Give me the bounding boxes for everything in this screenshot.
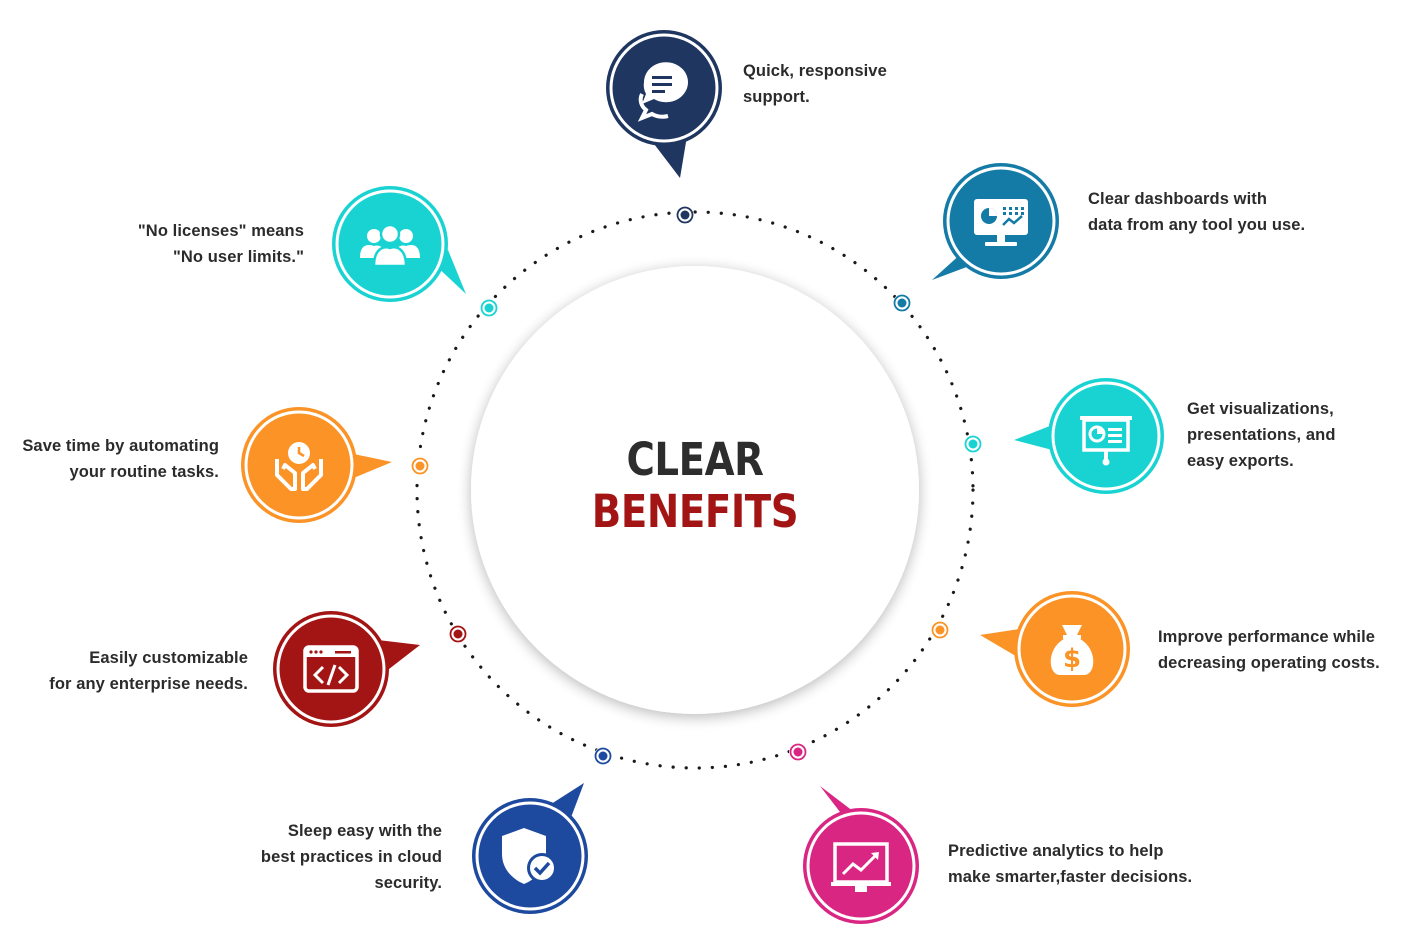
hands-clock-icon <box>275 442 323 491</box>
badge-disc <box>1054 384 1158 488</box>
ring-marker-licenses <box>480 299 498 317</box>
chat-bubble-icon <box>637 62 688 122</box>
benefit-badge-automation <box>241 407 392 523</box>
benefit-badge-costs: $ <box>980 591 1130 707</box>
presentation-board-icon <box>1080 416 1132 466</box>
dashboard-monitor-icon <box>974 199 1028 246</box>
dotted-ring <box>415 210 975 770</box>
benefit-badge-customizable <box>273 611 420 727</box>
benefit-badge-visualizations <box>1014 378 1164 494</box>
trend-chart-icon <box>831 842 891 892</box>
code-window-icon <box>303 645 359 693</box>
benefit-badge-analytics <box>803 786 919 924</box>
ring-marker-customizable <box>449 625 467 643</box>
benefit-label-licenses: "No licenses" means"No user limits." <box>137 222 304 266</box>
ring-marker-visualizations <box>964 435 982 453</box>
benefit-badge-support <box>606 30 722 178</box>
title-line-1: CLEAR <box>626 433 764 486</box>
shield-check-icon <box>502 828 557 884</box>
ring-marker-dashboards <box>893 294 911 312</box>
benefit-badge-licenses <box>332 186 466 302</box>
benefit-badge-dashboards <box>932 163 1059 280</box>
ring-marker-analytics <box>789 743 807 761</box>
center-circle <box>471 266 919 714</box>
badge-disc <box>809 814 913 918</box>
ring-marker-support <box>676 206 694 224</box>
ring-marker-automation <box>411 457 429 475</box>
svg-text:$: $ <box>1063 644 1081 674</box>
ring-marker-security <box>594 747 612 765</box>
title-line-2: BENEFITS <box>591 485 799 538</box>
badge-disc <box>279 617 383 721</box>
benefit-badge-security <box>472 783 588 914</box>
money-bag-icon: $ <box>1050 625 1094 675</box>
ring-marker-costs <box>931 621 949 639</box>
badge-disc <box>247 413 351 517</box>
users-group-icon <box>360 223 420 268</box>
